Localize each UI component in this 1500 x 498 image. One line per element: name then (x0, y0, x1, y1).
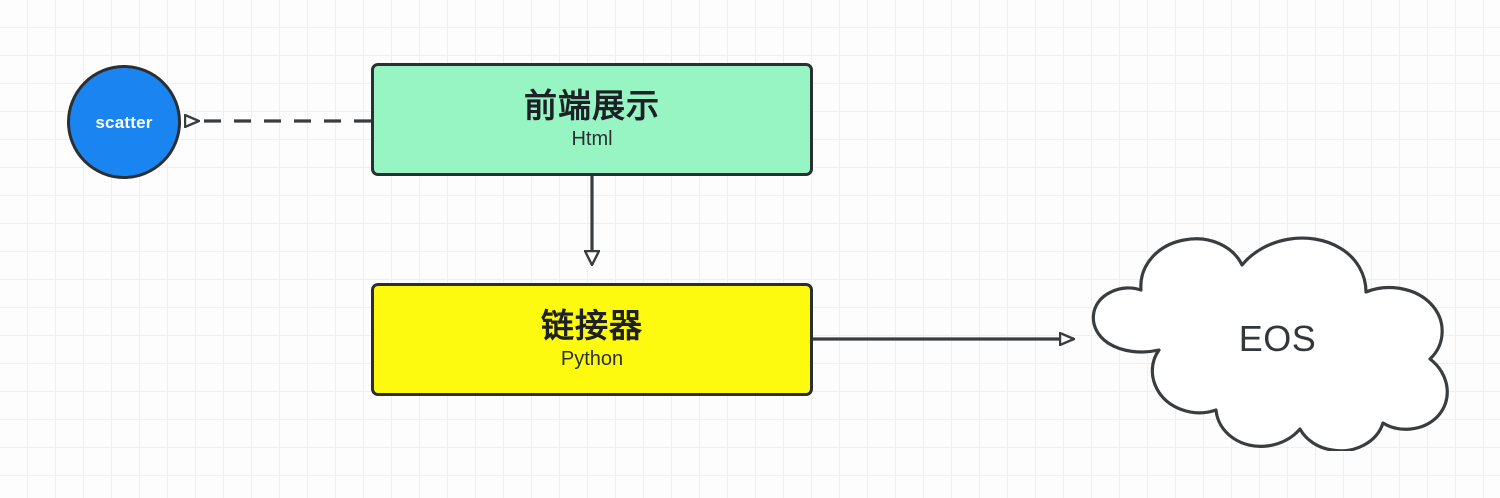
node-scatter[interactable]: scatter (67, 65, 181, 179)
node-linker-title: 链接器 (541, 307, 643, 345)
node-eos-cloud[interactable]: EOS (1085, 226, 1470, 453)
node-frontend-subtitle: Html (571, 127, 613, 150)
node-scatter-label: scatter (95, 112, 153, 132)
cloud-shape-icon (1091, 236, 1449, 453)
node-eos-label: EOS (1238, 317, 1317, 359)
node-frontend-title: 前端展示 (524, 87, 660, 125)
node-linker-subtitle: Python (560, 347, 624, 370)
node-linker[interactable]: 链接器 Python (371, 283, 813, 396)
node-frontend[interactable]: 前端展示 Html (371, 63, 813, 176)
